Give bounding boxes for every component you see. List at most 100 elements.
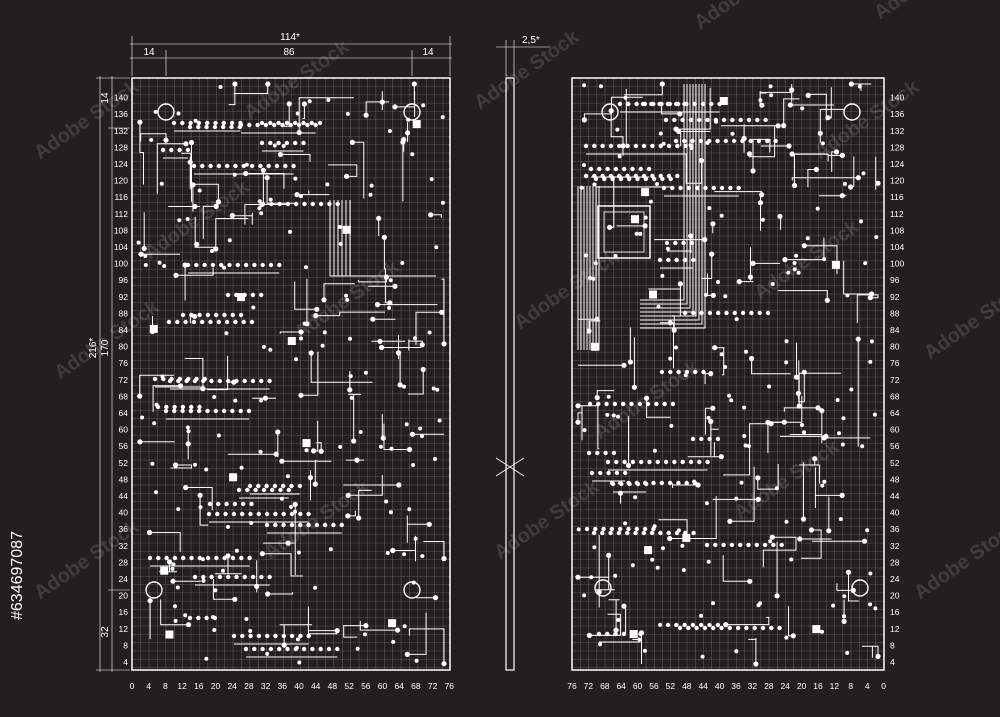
x-tick-label: 76 [445, 681, 455, 691]
x-tick-label: 52 [344, 681, 354, 691]
y-tick-label: 20 [890, 591, 900, 601]
y-tick-label: 120 [114, 176, 128, 186]
x-tick-label: 36 [731, 681, 741, 691]
y-tick-label: 124 [114, 159, 128, 169]
watermark-text: Adobe Stock [870, 0, 983, 24]
x-tick-label: 72 [428, 681, 438, 691]
y-tick-label: 112 [890, 209, 904, 219]
x-tick-label: 4 [865, 681, 870, 691]
y-tick-label: 16 [890, 607, 900, 617]
total-width-label: 114* [280, 32, 300, 43]
x-tick-label: 20 [797, 681, 807, 691]
y-tick-label: 8 [123, 640, 128, 650]
x-tick-label: 32 [261, 681, 271, 691]
x-tick-label: 76 [567, 681, 577, 691]
y-tick-label: 16 [119, 607, 129, 617]
mounting-hole [843, 103, 861, 121]
y-tick-label: 116 [114, 192, 128, 202]
x-tick-label: 36 [278, 681, 288, 691]
y-tick-label: 56 [890, 441, 900, 451]
y-tick-label: 80 [890, 342, 900, 352]
mounting-hole [403, 581, 421, 599]
x-tick-label: 32 [748, 681, 758, 691]
x-tick-label: 68 [411, 681, 421, 691]
y-tick-label: 120 [890, 176, 904, 186]
x-tick-label: 16 [813, 681, 823, 691]
y-tick-label: 100 [890, 259, 904, 269]
right-board-outline [571, 77, 885, 671]
x-tick-label: 12 [177, 681, 187, 691]
x-tick-label: 8 [848, 681, 853, 691]
x-tick-label: 8 [163, 681, 168, 691]
x-tick-label: 16 [194, 681, 204, 691]
y-tick-label: 140 [890, 93, 904, 103]
y-tick-label: 68 [119, 391, 129, 401]
x-tick-label: 24 [227, 681, 237, 691]
right-mounting-holes [594, 103, 869, 597]
y-tick-label: 108 [890, 225, 904, 235]
y-tick-label: 32 [890, 541, 900, 551]
y-tick-label: 88 [119, 308, 129, 318]
y-tick-label: 60 [119, 425, 129, 435]
left-mounting-holes [145, 103, 421, 599]
x-tick-label: 0 [881, 681, 886, 691]
right-board [571, 77, 885, 671]
left-margin-label: 14 [143, 47, 155, 58]
y-tick-label: 100 [114, 259, 128, 269]
y-tick-label: 96 [119, 275, 129, 285]
y-tick-label: 52 [890, 458, 900, 468]
x-tick-label: 48 [328, 681, 338, 691]
y-tick-label: 104 [890, 242, 904, 252]
y-tick-label: 136 [114, 109, 128, 119]
mounting-hole [601, 103, 619, 121]
y-tick-label: 132 [890, 126, 904, 136]
y-tick-label: 44 [119, 491, 129, 501]
y-tick-label: 24 [119, 574, 129, 584]
x-tick-label: 56 [361, 681, 371, 691]
x-tick-label: 56 [649, 681, 659, 691]
y-tick-label: 112 [114, 209, 128, 219]
x-tick-label: 4 [146, 681, 151, 691]
y-tick-label: 80 [119, 342, 129, 352]
y-tick-label: 40 [119, 508, 129, 518]
mounting-hole [145, 581, 163, 599]
y-tick-label: 24 [890, 574, 900, 584]
y-tick-label: 28 [890, 557, 900, 567]
y-tick-label: 36 [890, 524, 900, 534]
bottom-margin-label: 32 [100, 626, 111, 638]
right-board-pads [575, 81, 881, 667]
x-tick-label: 44 [311, 681, 321, 691]
left-board-pads [136, 81, 447, 667]
x-tick-label: 40 [715, 681, 725, 691]
y-tick-label: 4 [890, 657, 895, 667]
left-board [131, 77, 451, 671]
watermark-text: Adobe Stock [690, 0, 803, 34]
y-tick-label: 84 [119, 325, 129, 335]
mounting-hole [594, 579, 612, 597]
side-view-board [505, 77, 515, 671]
y-tick-label: 44 [890, 491, 900, 501]
x-tick-label: 64 [616, 681, 626, 691]
y-tick-label: 12 [890, 624, 900, 634]
top-margin-label: 14 [100, 92, 111, 104]
x-tick-label: 12 [830, 681, 840, 691]
y-tick-label: 40 [890, 508, 900, 518]
y-tick-label: 92 [890, 292, 900, 302]
y-tick-label: 72 [119, 375, 129, 385]
stock-number: #634697087 [9, 531, 26, 620]
x-tick-label: 44 [698, 681, 708, 691]
y-tick-label: 48 [119, 474, 129, 484]
x-tick-label: 28 [764, 681, 774, 691]
y-scale-left: 4812162024283236404448525660646872768084… [114, 93, 128, 667]
y-tick-label: 104 [114, 242, 128, 252]
y-tick-label: 36 [119, 524, 129, 534]
x-tick-label: 52 [666, 681, 676, 691]
mounting-hole [157, 103, 175, 121]
x-tick-label: 72 [584, 681, 594, 691]
y-tick-label: 76 [119, 358, 129, 368]
y-tick-label: 68 [890, 391, 900, 401]
thickness-label: 2,5* [522, 35, 540, 46]
